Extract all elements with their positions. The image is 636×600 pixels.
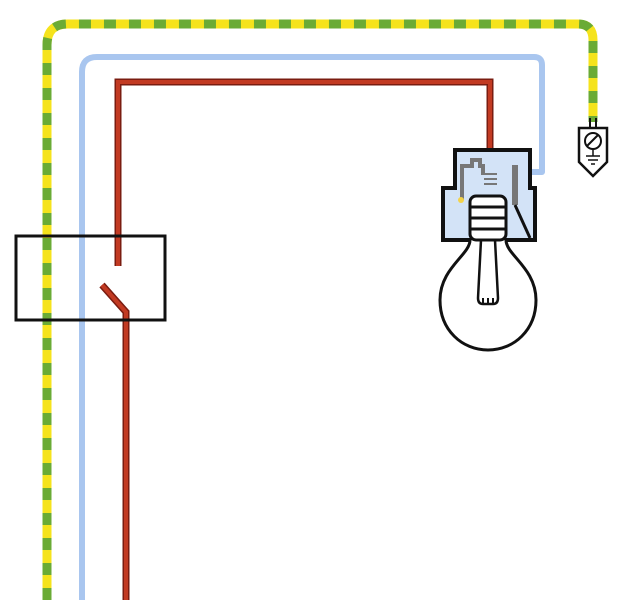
switch[interactable] bbox=[14, 234, 167, 322]
earth-wire bbox=[42, 19, 598, 600]
neutral-wire bbox=[79, 54, 545, 600]
live-wire bbox=[99, 78, 494, 600]
light-bulb bbox=[438, 194, 538, 352]
earth-terminal-icon bbox=[577, 118, 609, 178]
